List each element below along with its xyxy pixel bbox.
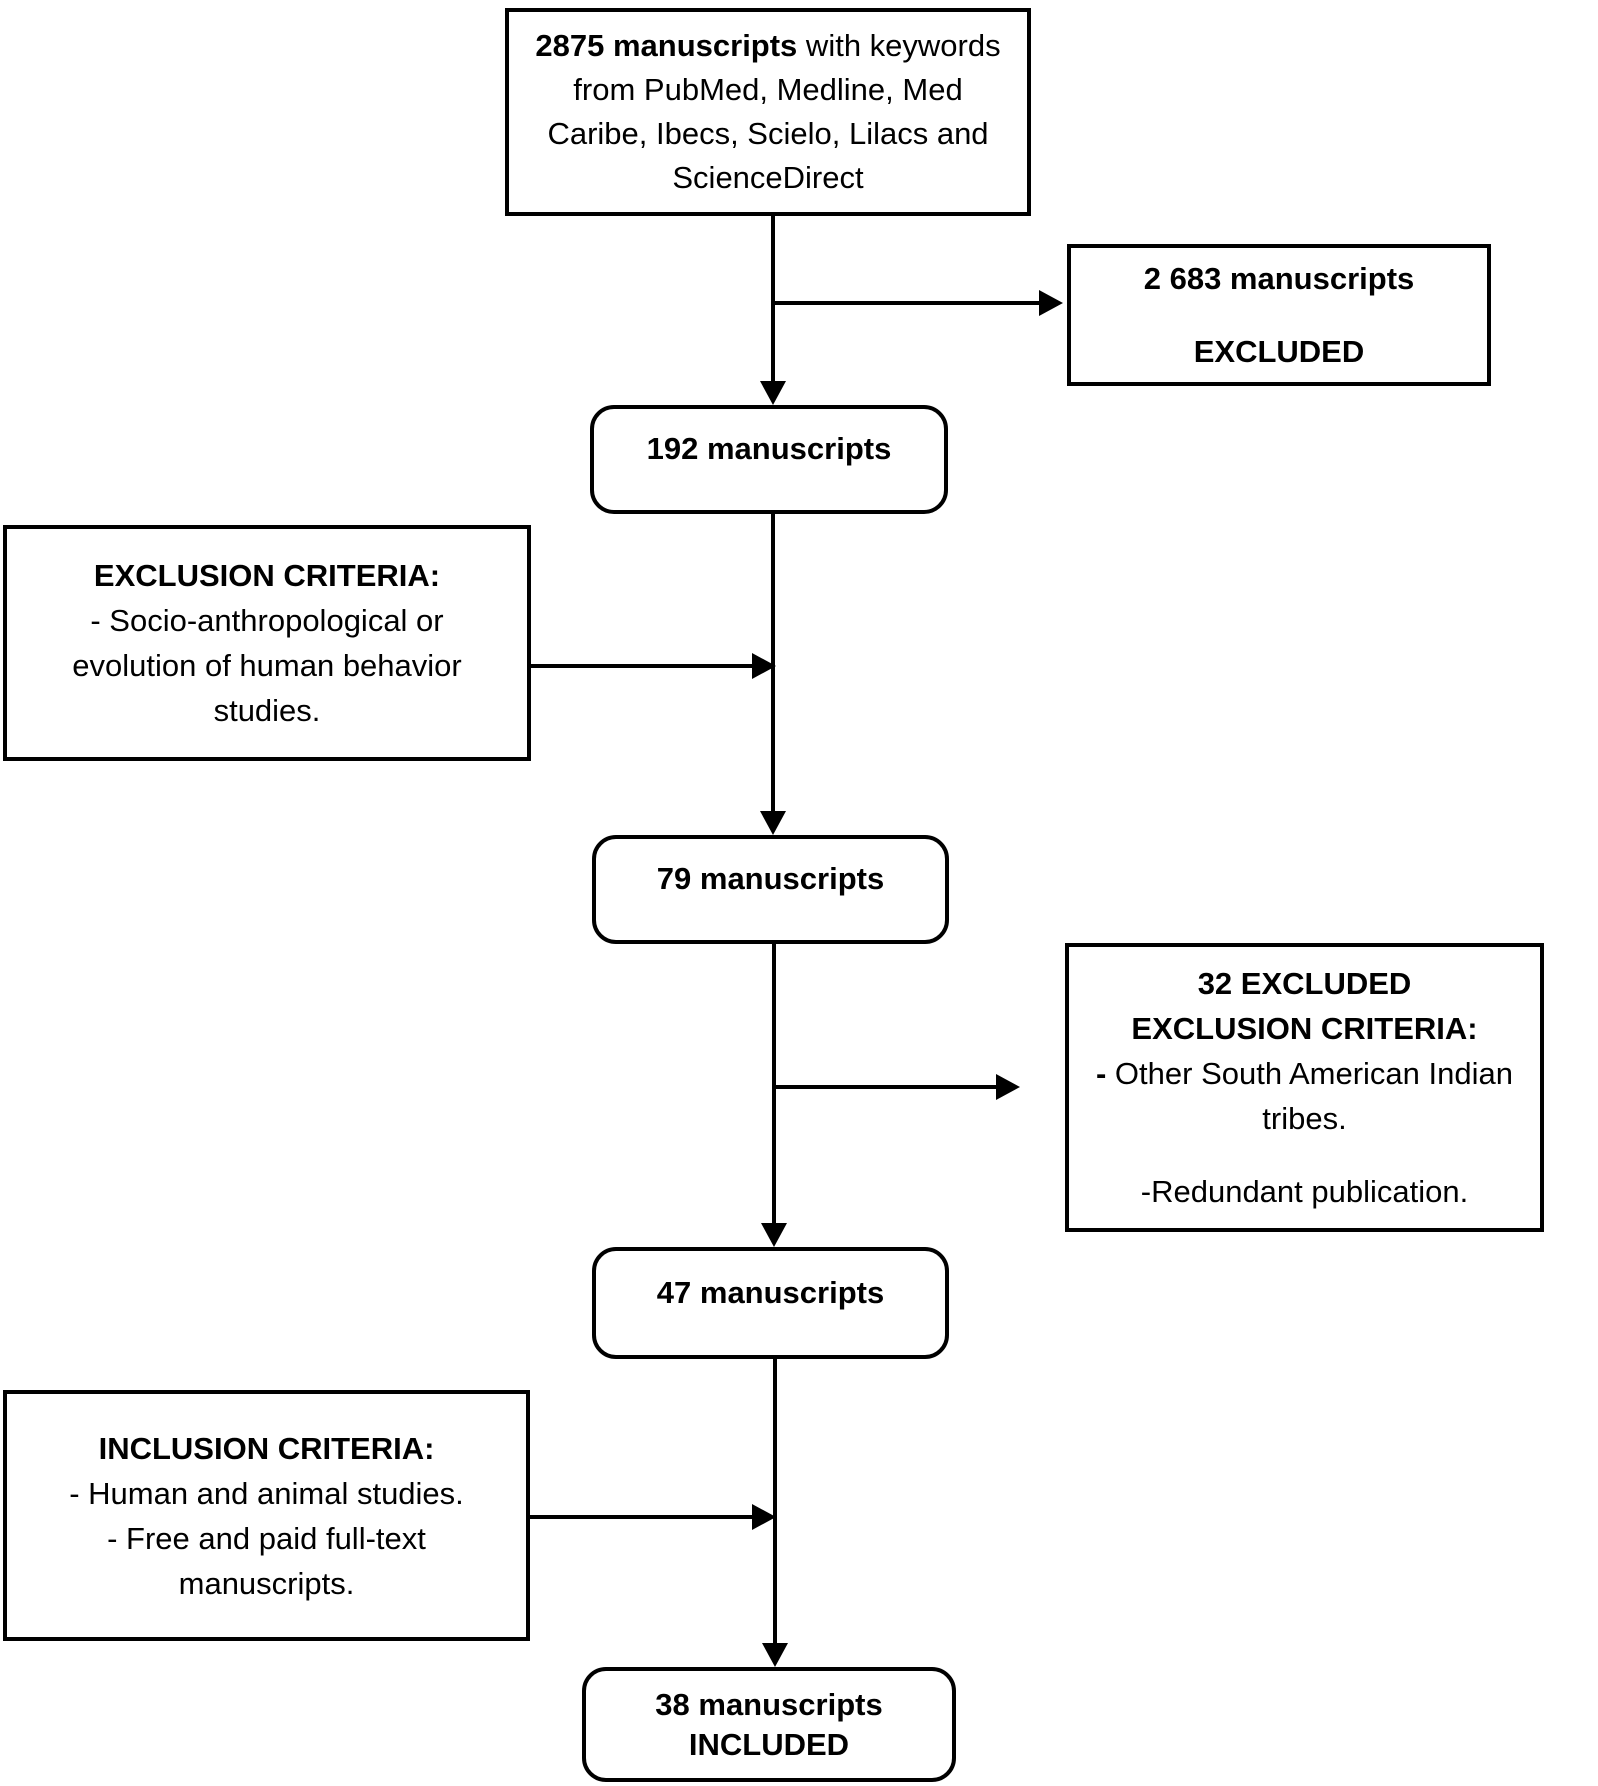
source-line-1: 2875 manuscripts with keywords — [535, 24, 1000, 68]
connector-inclusion-criteria-arrowhead-icon — [752, 1504, 776, 1530]
inclusion-criteria-line-1: - Human and animal studies. — [69, 1475, 464, 1511]
source-line-2: from PubMed, Medline, Med — [573, 72, 963, 107]
excluded1-status: EXCLUDED — [1193, 334, 1365, 369]
box-excluded-2683: 2 683 manuscripts EXCLUDED — [1067, 244, 1491, 386]
excluded1-count: 2 683 manuscripts — [1143, 261, 1415, 296]
excluded2-item-1: - Other South American Indian — [1096, 1051, 1513, 1096]
box-excluded-32: 32 EXCLUDED EXCLUSION CRITERIA: - Other … — [1065, 943, 1544, 1232]
excluded2-item-1-cont: tribes. — [1262, 1101, 1347, 1136]
connector-47-to-final-arrowhead-icon — [762, 1643, 788, 1667]
exclusion-criteria-line-3: studies. — [213, 693, 321, 728]
exclusion-criteria-title: EXCLUSION CRITERIA: — [93, 558, 441, 593]
box-exclusion-criteria: EXCLUSION CRITERIA: - Socio-anthropologi… — [3, 525, 531, 761]
connector-source-to-192-line — [771, 215, 775, 381]
connector-47-to-final-line — [773, 1358, 777, 1643]
box-records-79: 79 manuscripts — [592, 835, 949, 944]
box-included-38: 38 manuscripts INCLUDED — [582, 1667, 956, 1782]
source-count: 2875 manuscripts — [535, 28, 798, 63]
final-count: 38 manuscripts — [655, 1686, 883, 1722]
stage-79-label: 79 manuscripts — [656, 861, 885, 896]
inclusion-criteria-title: INCLUSION CRITERIA: — [98, 1430, 435, 1466]
source-line-4: ScienceDirect — [672, 160, 864, 195]
final-status: INCLUDED — [688, 1726, 850, 1762]
excluded2-item-2: -Redundant publication. — [1140, 1174, 1469, 1209]
connector-exclusion-criteria-arrowhead-icon — [752, 653, 776, 679]
connector-to-excluded-32-line — [774, 1085, 996, 1089]
connector-79-to-47-line — [772, 943, 776, 1223]
connector-to-excluded-32-arrowhead-icon — [996, 1074, 1020, 1100]
inclusion-criteria-line-3: manuscripts. — [178, 1565, 355, 1601]
connector-192-to-79-arrowhead-icon — [760, 811, 786, 835]
exclusion-criteria-line-1: - Socio-anthropological or — [90, 603, 444, 638]
box-records-47: 47 manuscripts — [592, 1247, 949, 1359]
connector-inclusion-criteria-line — [530, 1515, 752, 1519]
box-initial-records: 2875 manuscripts with keywords from PubM… — [505, 8, 1031, 216]
connector-source-to-192-arrowhead-icon — [760, 381, 786, 405]
excluded2-item-1-rest: Other South American Indian — [1106, 1056, 1513, 1091]
source-line-1-rest: with keywords — [797, 28, 1001, 63]
source-line-3: Caribe, Ibecs, Scielo, Lilacs and — [547, 116, 989, 151]
connector-79-to-47-arrowhead-icon — [761, 1223, 787, 1247]
excluded2-title-2: EXCLUSION CRITERIA: — [1131, 1011, 1478, 1046]
excluded2-item-1-dash: - — [1095, 1056, 1107, 1091]
connector-to-excluded-2683-line — [773, 301, 1041, 305]
exclusion-criteria-line-2: evolution of human behavior — [72, 648, 462, 683]
connector-to-excluded-2683-arrowhead-icon — [1039, 290, 1063, 316]
connector-exclusion-criteria-line — [531, 664, 752, 668]
box-inclusion-criteria: INCLUSION CRITERIA: - Human and animal s… — [3, 1390, 530, 1641]
stage-47-label: 47 manuscripts — [656, 1274, 885, 1310]
stage-192-label: 192 manuscripts — [646, 431, 892, 466]
inclusion-criteria-line-2: - Free and paid full-text — [107, 1520, 426, 1556]
excluded2-title-1: 32 EXCLUDED — [1197, 966, 1412, 1001]
box-records-192: 192 manuscripts — [590, 405, 948, 514]
